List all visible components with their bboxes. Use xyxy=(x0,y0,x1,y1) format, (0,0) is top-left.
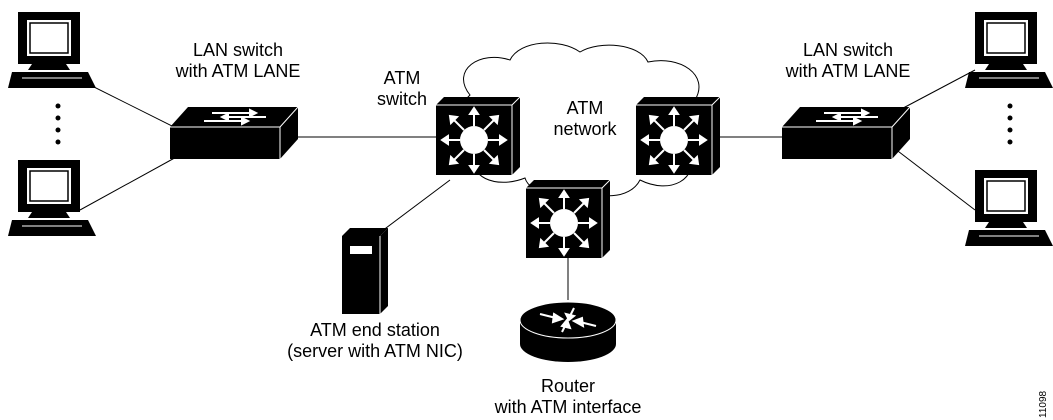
router-line1: Router xyxy=(540,376,596,396)
ellipsis-left xyxy=(55,103,61,145)
link-ws-tl-lanswitch xyxy=(79,79,181,131)
lan-switch-left-icon xyxy=(169,106,299,160)
lan-switch-left-line1: LAN switch xyxy=(192,40,284,60)
server-icon xyxy=(342,228,388,314)
atm-switch-line2: switch xyxy=(376,89,427,109)
end-station-line2: (server with ATM NIC) xyxy=(287,341,463,361)
router-icon xyxy=(519,301,617,362)
workstation-bottom-left xyxy=(7,159,97,237)
atm-switch-bottom-icon xyxy=(525,179,611,259)
atm-switch-left-icon xyxy=(435,96,521,176)
end-station-label: ATM end station (server with ATM NIC) xyxy=(270,320,480,362)
atm-network-label: ATM network xyxy=(545,98,625,140)
atm-network-line1: ATM xyxy=(566,98,604,118)
workstation-bottom-right xyxy=(964,169,1053,247)
lan-switch-left-line2: with ATM LANE xyxy=(175,61,301,81)
lan-switch-left-label: LAN switch with ATM LANE xyxy=(168,40,308,82)
link-ws-br-lanswitch xyxy=(889,144,976,211)
atm-network-line2: network xyxy=(553,119,617,139)
link-ws-bl-lanswitch xyxy=(79,154,181,211)
ellipsis-right xyxy=(1007,103,1013,145)
router-label: Router with ATM interface xyxy=(478,376,658,418)
workstation-top-right xyxy=(964,11,1053,89)
workstation-top-left xyxy=(7,11,97,89)
lan-switch-right-line1: LAN switch xyxy=(802,40,894,60)
lan-switch-right-line2: with ATM LANE xyxy=(785,61,911,81)
end-station-line1: ATM end station xyxy=(310,320,440,340)
lan-switch-right-icon xyxy=(781,106,911,160)
atm-switch-right-icon xyxy=(635,96,721,176)
router-line2: with ATM interface xyxy=(494,397,642,417)
atm-switch-label: ATM switch xyxy=(362,68,442,110)
atm-switch-line1: ATM xyxy=(383,68,421,88)
lan-switch-right-label: LAN switch with ATM LANE xyxy=(778,40,918,82)
figure-id: 11098 xyxy=(1038,390,1049,418)
